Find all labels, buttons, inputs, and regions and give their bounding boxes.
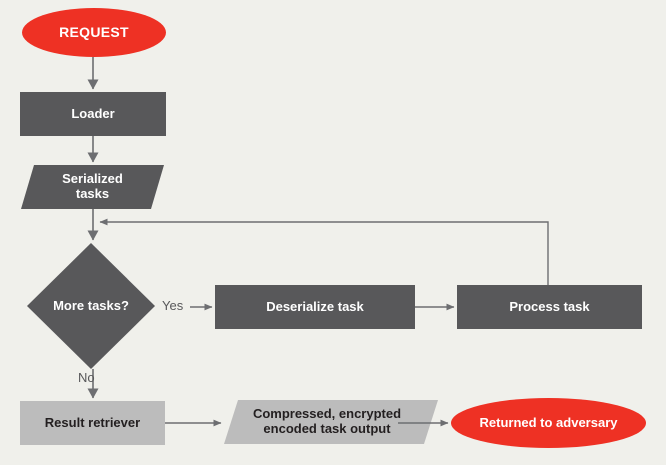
- edge-label-yes: Yes: [162, 298, 184, 313]
- node-more-tasks-shape[interactable]: [27, 243, 155, 369]
- node-process-task-shape[interactable]: [457, 285, 642, 329]
- node-deserialize-task-shape[interactable]: [215, 285, 415, 329]
- node-result-retriever-shape[interactable]: [20, 401, 165, 445]
- edge-label-no: No: [78, 370, 95, 385]
- edge-process-loop-back: [99, 218, 549, 285]
- node-request-shape[interactable]: [22, 8, 166, 57]
- node-compressed-output-shape[interactable]: [224, 400, 438, 444]
- node-loader-shape[interactable]: [20, 92, 166, 136]
- node-returned-to-adversary-shape[interactable]: [451, 398, 646, 448]
- node-serialized-tasks-shape[interactable]: [21, 165, 164, 209]
